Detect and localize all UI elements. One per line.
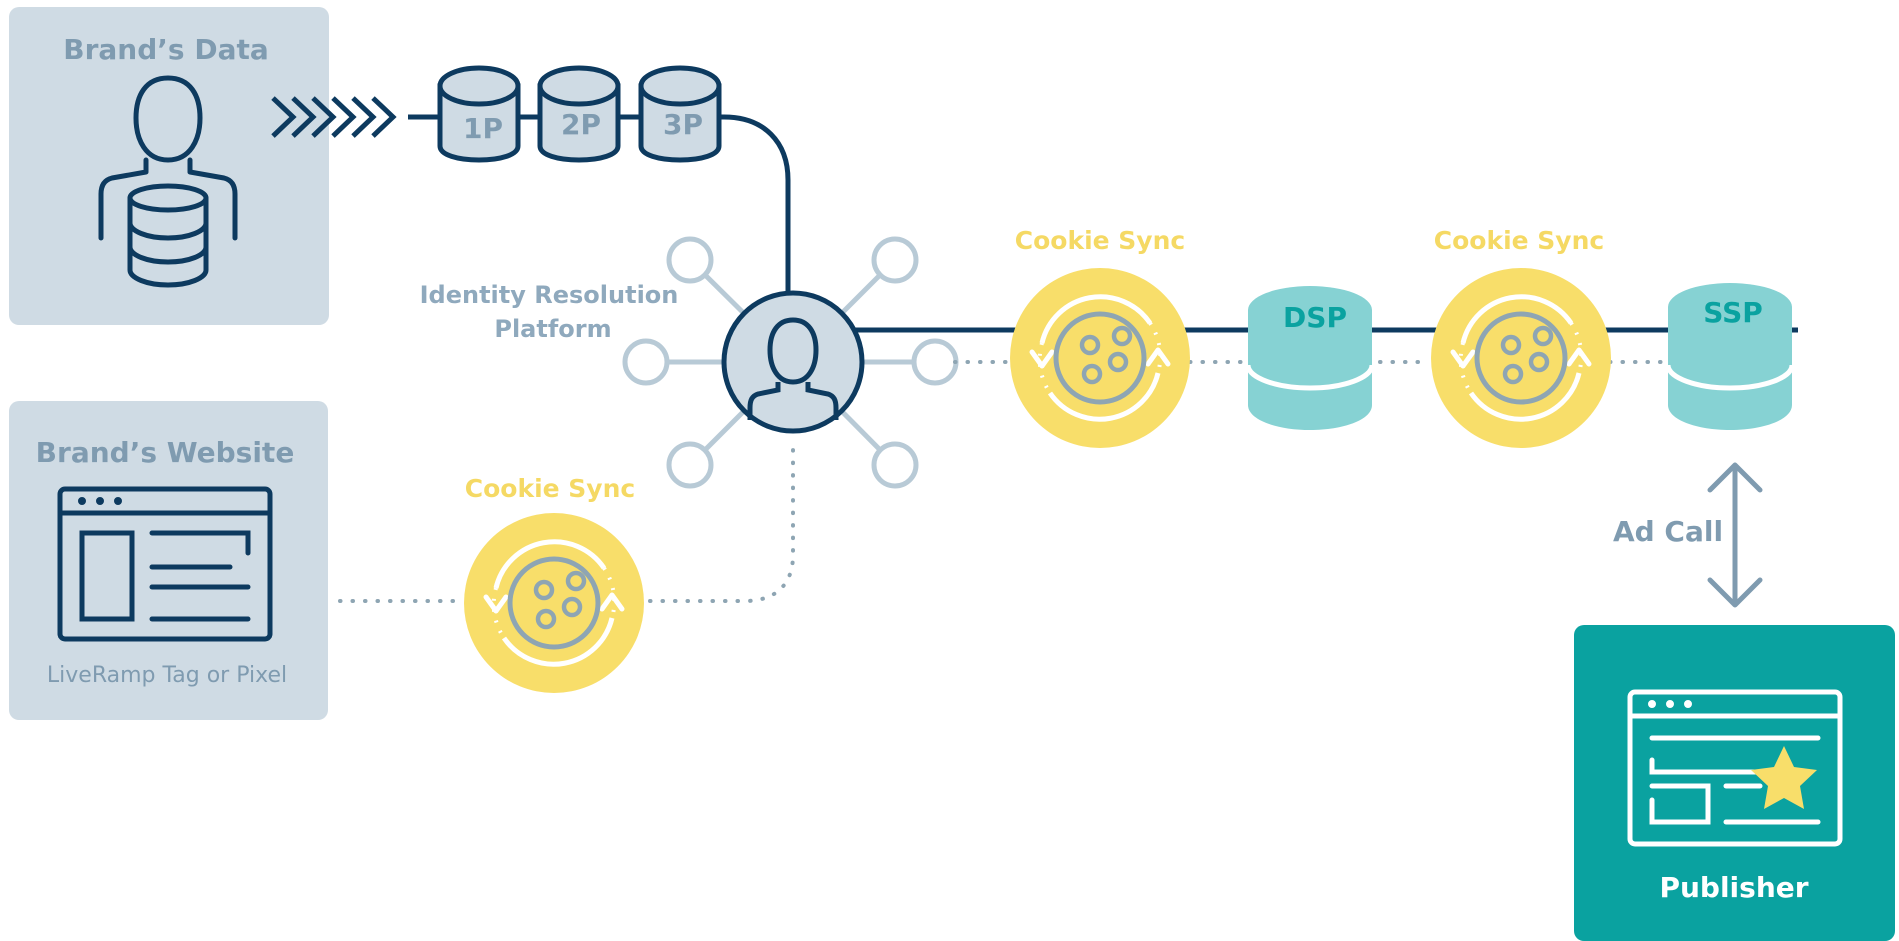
- identity-network: [622, 236, 959, 489]
- dotted-links: [338, 360, 1670, 603]
- brand-data-panel: Brand’s Data: [9, 7, 329, 325]
- cookie-sync-first-label: Cookie Sync: [1015, 226, 1185, 255]
- cookie-sync-website: Cookie Sync: [464, 474, 644, 693]
- database-1p-label: 1P: [463, 112, 503, 145]
- ssp-label: SSP: [1703, 296, 1763, 329]
- dsp-label: DSP: [1283, 301, 1347, 334]
- data-pipeline-line: [408, 114, 791, 297]
- website-window-icon: [57, 486, 273, 642]
- publisher-label: Publisher: [1659, 871, 1808, 904]
- ad-call-arrow: [1707, 462, 1763, 608]
- database-3p-label: 3P: [663, 108, 703, 141]
- dsp-database: DSP: [1245, 286, 1375, 430]
- person-database-icon: [98, 75, 238, 288]
- brand-website-title: Brand’s Website: [36, 436, 295, 469]
- cookie-sync-second-label: Cookie Sync: [1434, 226, 1604, 255]
- cookie-sync-second: Cookie Sync: [1431, 226, 1611, 448]
- publisher-panel: Publisher: [1574, 625, 1895, 941]
- database-3p: 3P: [638, 65, 722, 163]
- database-2p-label: 2P: [561, 108, 601, 141]
- publisher-window-icon: [1627, 689, 1843, 847]
- chevrons-arrow-icon: [271, 96, 397, 138]
- ad-call-label: Ad Call: [1613, 515, 1723, 548]
- database-2p: 2P: [537, 65, 621, 163]
- brand-website-caption: LiveRamp Tag or Pixel: [47, 663, 287, 688]
- cookie-sync-first: Cookie Sync: [1010, 226, 1190, 448]
- ssp-database: SSP: [1665, 283, 1795, 430]
- star-icon: [1751, 746, 1817, 809]
- database-1p: 1P: [437, 65, 521, 163]
- identity-person-node: [721, 290, 865, 434]
- brand-data-title: Brand’s Data: [63, 33, 269, 66]
- brand-website-panel: Brand’s Website LiveRamp Tag or Pixel: [9, 401, 328, 720]
- cookie-sync-website-label: Cookie Sync: [465, 474, 635, 503]
- identity-label-line2: Platform: [494, 315, 611, 343]
- identity-label-line1: Identity Resolution: [420, 281, 679, 309]
